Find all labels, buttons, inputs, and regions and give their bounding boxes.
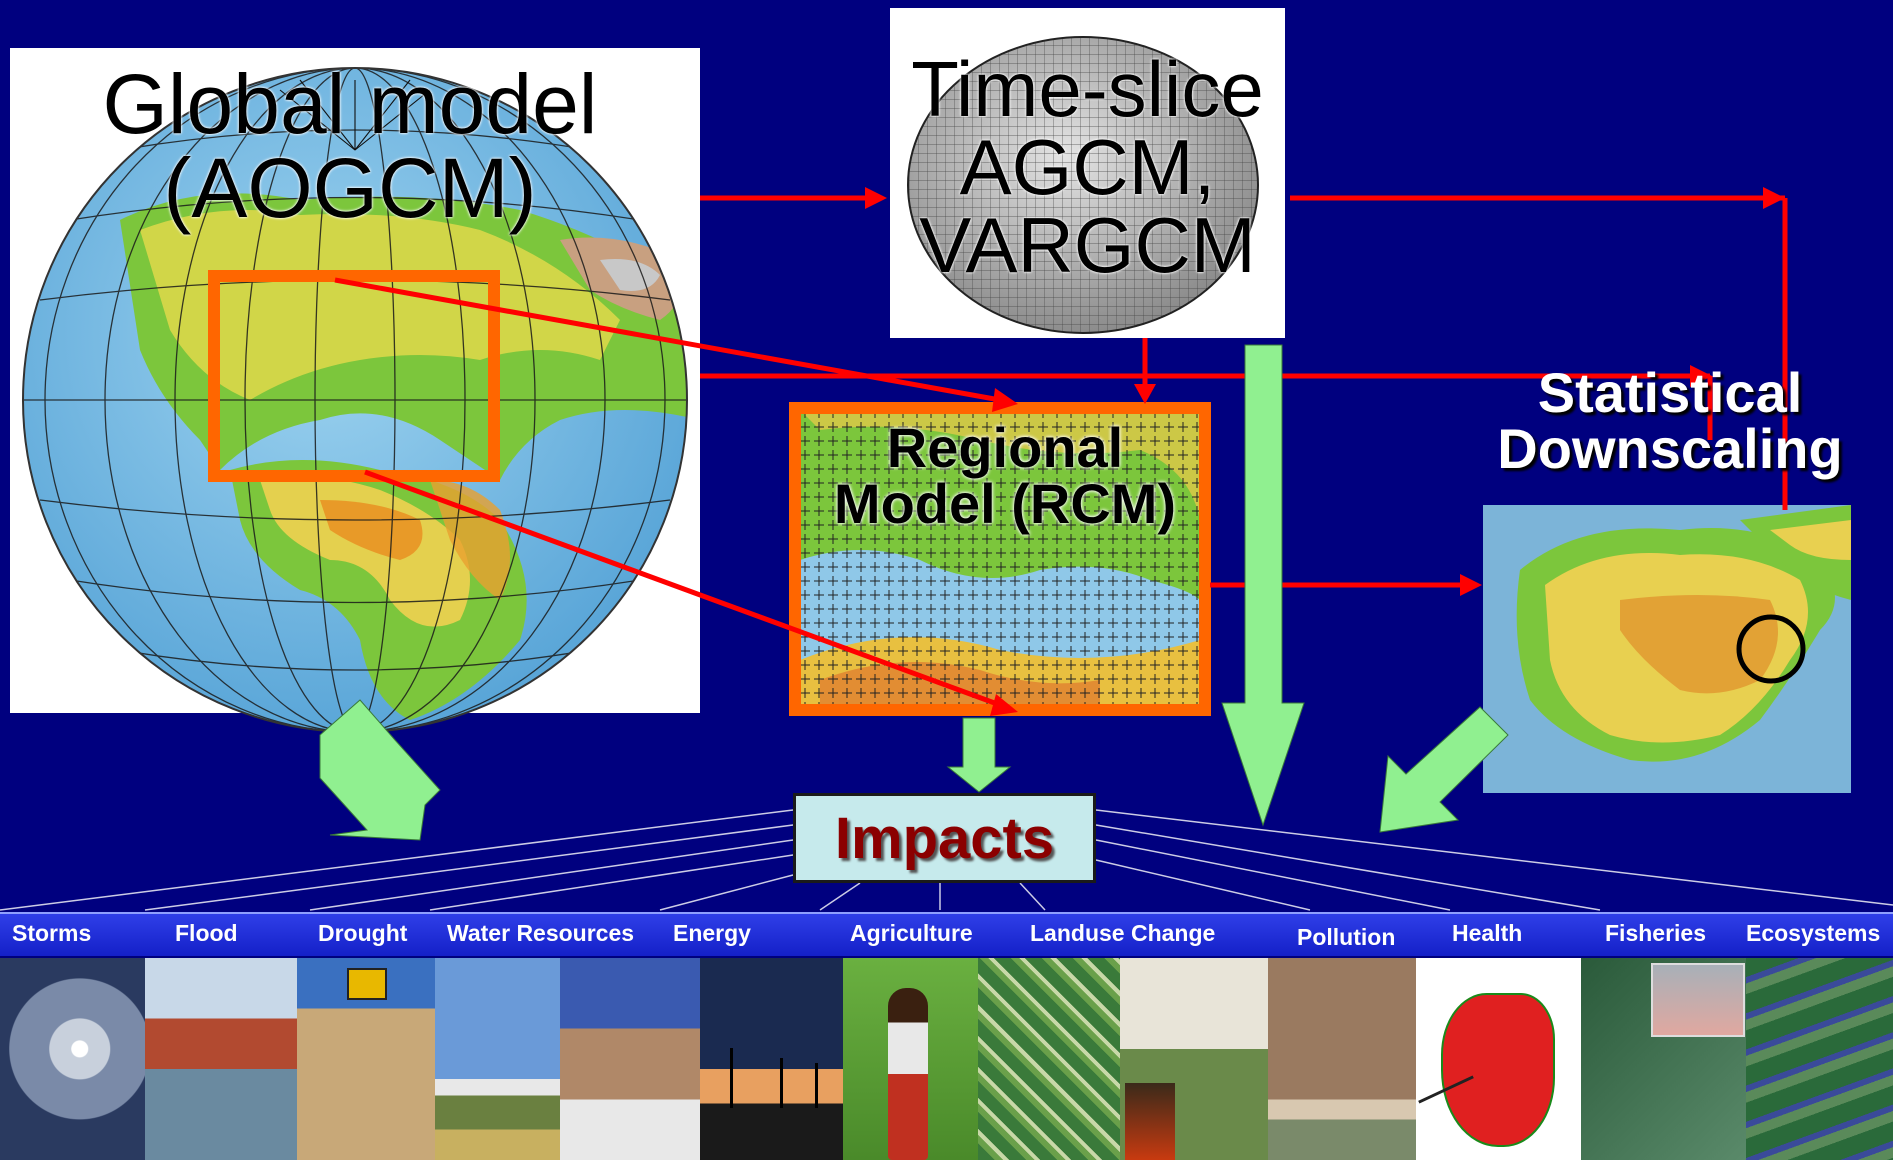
region-box: [208, 270, 500, 482]
category-water: Water Resources: [447, 920, 635, 946]
time-slice-title: Time-slice AGCM, VARGCM: [890, 50, 1285, 284]
time-slice-panel: [890, 8, 1285, 338]
category-health: Health: [1452, 920, 1523, 946]
landuse-satellite-photo: [978, 958, 1120, 1160]
wind-turbine-icon: [730, 1048, 733, 1108]
green-arrows: [319, 344, 1509, 841]
statistical-downscaling-panel: [1483, 505, 1851, 793]
wind-turbine-icon: [780, 1058, 783, 1108]
water-resources-photo: [435, 958, 560, 1160]
fire-inset: [1125, 1083, 1175, 1160]
red-arrows: [334, 187, 1788, 716]
category-flood: Flood: [175, 920, 238, 946]
drought-photo: [297, 958, 435, 1160]
category-drought: Drought: [318, 920, 408, 946]
category-agriculture: Agriculture: [850, 920, 973, 946]
africa-map: [1441, 993, 1555, 1147]
health-photo: [1416, 958, 1581, 1160]
agriculture-photo: [843, 958, 978, 1160]
storms-photo: [0, 958, 145, 1160]
shrimp-inset: [1651, 963, 1745, 1037]
flood-photo: [145, 958, 297, 1160]
ecosystems-photo: [1746, 958, 1893, 1160]
dam-photo: [560, 958, 700, 1160]
global-model-panel: [10, 48, 700, 733]
wind-turbine-icon: [815, 1063, 818, 1108]
global-model-line2: (AOGCM): [163, 141, 537, 235]
regional-model-title: Regional Model (RCM): [790, 420, 1220, 532]
time-slice-line1: Time-slice: [911, 45, 1264, 133]
statistical-line2: Downscaling: [1497, 417, 1843, 480]
global-model-title: Global model (AOGCM): [10, 62, 690, 230]
category-storms: Storms: [12, 920, 92, 946]
global-model-line1: Global model: [102, 57, 598, 151]
category-fisheries: Fisheries: [1605, 920, 1706, 946]
regional-model-line1: Regional: [886, 416, 1124, 479]
category-bar: [0, 912, 1893, 956]
category-energy: Energy: [673, 920, 751, 946]
time-slice-line2: AGCM,: [959, 123, 1216, 211]
pollution-photo: [1268, 958, 1416, 1160]
landuse-forest-photo: [1120, 958, 1268, 1160]
regional-model-panel: [789, 402, 1211, 716]
fisheries-photo: [1581, 958, 1746, 1160]
farmer-figure: [888, 988, 928, 1160]
impacts-box: Impacts: [793, 793, 1096, 883]
category-landuse: Landuse Change: [1030, 920, 1216, 946]
category-ecosystems: Ecosystems: [1746, 920, 1881, 946]
energy-photo: [700, 958, 843, 1160]
tractor-icon: [347, 968, 387, 1000]
impacts-label: Impacts: [834, 805, 1055, 871]
regional-model-line2: Model (RCM): [833, 472, 1177, 535]
location-circle: [1736, 614, 1806, 684]
statistical-line1: Statistical: [1537, 361, 1803, 424]
time-slice-line3: VARGCM: [919, 201, 1256, 289]
statistical-downscaling-title: Statistical Downscaling: [1460, 365, 1880, 477]
fan-lines: [0, 809, 1893, 911]
category-pollution: Pollution: [1297, 924, 1396, 950]
